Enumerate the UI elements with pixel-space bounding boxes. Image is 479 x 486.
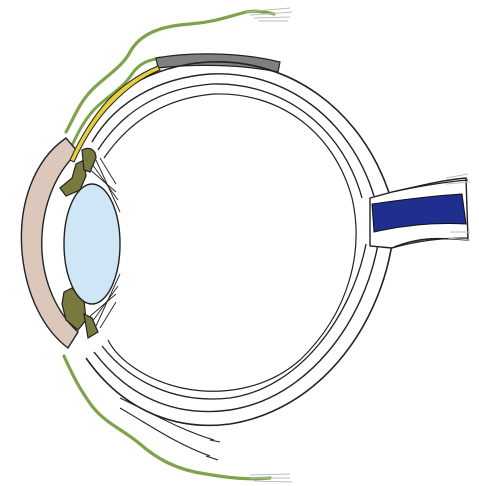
lower-nerve-frayed-end	[250, 474, 292, 482]
lower-fiber-lines	[120, 398, 220, 460]
sclera-outer-lower	[86, 244, 392, 425]
iris-upper-body	[82, 148, 96, 172]
choroid-upper	[92, 74, 374, 196]
retina-inner	[104, 94, 356, 391]
lens	[64, 184, 120, 304]
retina-lower	[102, 244, 366, 399]
choroid-lower	[94, 244, 378, 412]
rectus-muscle-band	[156, 54, 280, 72]
lower-nerve-outer	[64, 356, 270, 479]
iris-lower-body	[84, 314, 98, 338]
eye-wall-layers	[84, 62, 392, 426]
optic-nerve	[370, 174, 470, 248]
